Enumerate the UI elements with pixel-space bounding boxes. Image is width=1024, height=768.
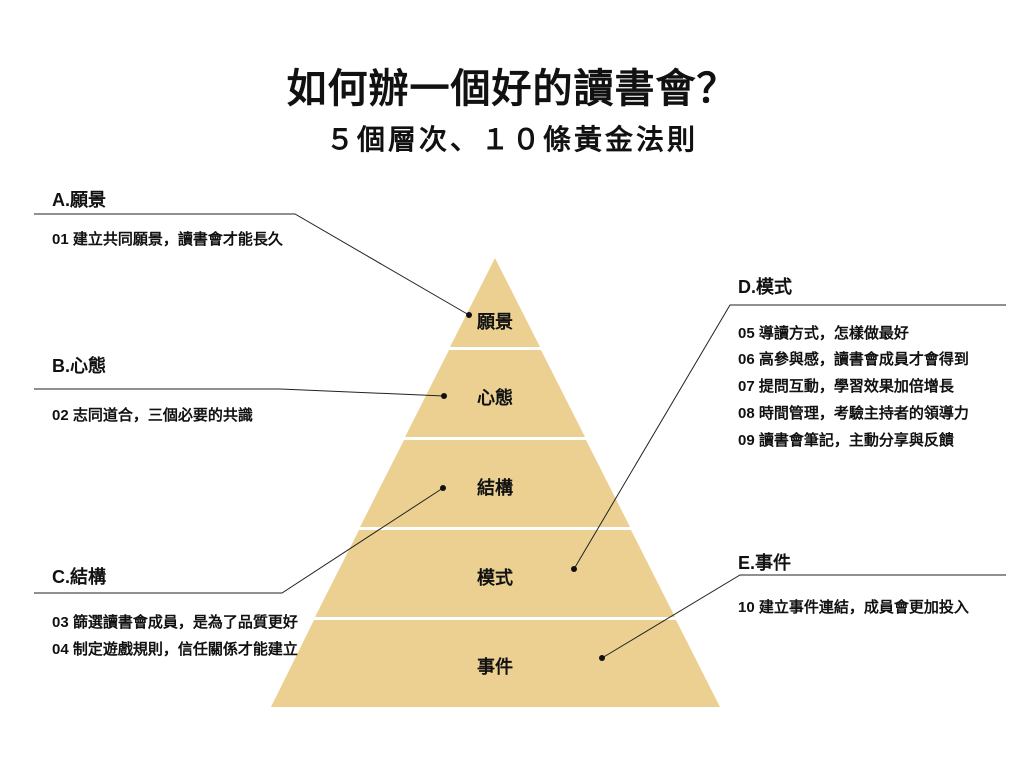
rule-item: 02 志同道合，三個必要的共識 (52, 407, 253, 424)
dot-c (440, 485, 446, 491)
rule-item: 10 建立事件連結，成員會更加投入 (738, 599, 969, 616)
rule-item: 08 時間管理，考驗主持者的領導力 (738, 405, 969, 422)
layer-label: 心態 (477, 388, 513, 408)
dot-a (466, 312, 472, 318)
connector-c (34, 487, 444, 594)
layer-label: 事件 (477, 657, 513, 677)
section-e-heading: E.事件 (738, 553, 792, 573)
rule-item: 07 提問互動，學習效果加倍增長 (738, 378, 954, 395)
connector-b (34, 388, 445, 397)
page-subtitle: ５個層次、１０條黃金法則 (325, 124, 698, 155)
layer-label: 模式 (477, 568, 513, 588)
dot-e (599, 655, 605, 661)
rule-item: 01 建立共同願景，讀書會才能長久 (52, 231, 283, 248)
rule-item: 04 制定遊戲規則，信任關係才能建立 (52, 641, 298, 658)
rule-item: 06 高參與感，讀書會成員才會得到 (738, 351, 969, 368)
connector-d (573, 304, 1006, 570)
rule-item: 09 讀書會筆記，主動分享與反饋 (738, 432, 954, 449)
pyramid-layer-5 (271, 620, 720, 707)
pyramid-layer-2 (405, 350, 585, 437)
layer-label: 願景 (477, 312, 513, 332)
section-b-heading: B.心態 (52, 356, 106, 376)
connector-e (601, 574, 1006, 659)
section-a-heading: A.願景 (52, 190, 106, 210)
pyramid-layer-3 (360, 440, 630, 527)
page-title: 如何辦一個好的讀書會？ (286, 67, 738, 111)
connector-a (34, 213, 470, 316)
rule-item: 03 篩選讀書會成員，是為了品質更好 (52, 614, 298, 631)
section-d-heading: D.模式 (738, 277, 792, 297)
section-c-heading: C.結構 (52, 567, 106, 587)
rule-item: 05 導讀方式，怎樣做最好 (738, 325, 909, 342)
layer-label: 結構 (477, 478, 513, 498)
pyramid-layer-4 (315, 530, 675, 617)
dot-b (441, 393, 447, 399)
dot-d (571, 566, 577, 572)
pyramid-layer-1 (450, 258, 540, 347)
